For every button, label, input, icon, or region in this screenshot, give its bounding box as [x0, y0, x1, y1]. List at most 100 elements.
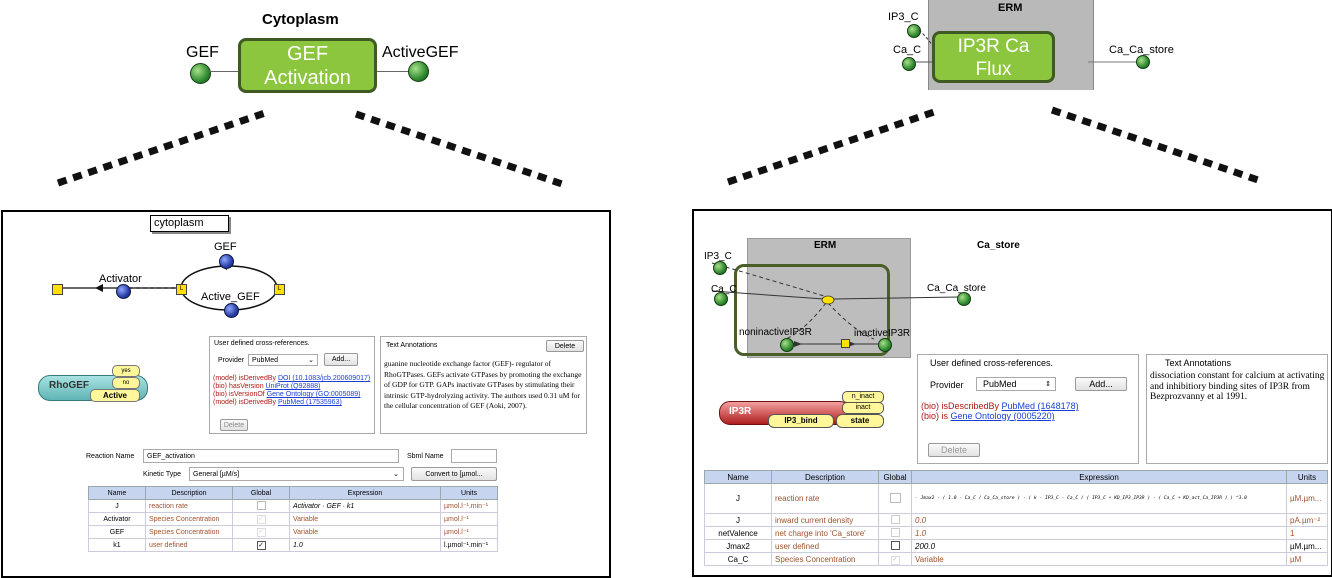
xref-add-button[interactable]: Add... [324, 353, 358, 366]
activator-label: Activator [99, 273, 142, 285]
provider-select[interactable]: PubMed ⇕ [976, 377, 1056, 391]
annotations-delete-button[interactable]: Delete [546, 340, 584, 352]
xref-entry-1[interactable]: (bio) isDescribedBy PubMed (1648178) [921, 401, 1079, 411]
reaction-node-left[interactable]: L [176, 284, 187, 295]
provider-label: Provider [218, 357, 245, 364]
col-units[interactable]: Units [1286, 470, 1328, 484]
right-reaction-diagram [711, 262, 960, 347]
xref-entry-4[interactable]: (model) isDerivedBy PubMed (17535963) [213, 399, 342, 406]
species-node-noninactive[interactable] [780, 338, 794, 352]
xref-entry-1[interactable]: (model) isDerivedBy DOI (10.1083/jcb.200… [213, 375, 371, 382]
col-name[interactable]: Name [704, 470, 772, 484]
col-units[interactable]: Units [440, 486, 498, 500]
kinetic-type-select[interactable]: General [µM/s]⌄ [189, 467, 404, 481]
reaction-node-right[interactable]: L [274, 284, 285, 295]
xref-add-button[interactable]: Add... [1075, 377, 1127, 391]
species-node-ca-store[interactable] [1136, 55, 1150, 69]
table-row[interactable]: GEF Species Concentration ✓ Variable µmo… [88, 525, 498, 539]
annotations-title: Text Annotations [386, 342, 438, 349]
reaction-label-line1: IP3R Ca [957, 36, 1030, 57]
sbml-name-input[interactable] [451, 449, 497, 463]
chevron-updown-icon: ⇕ [1045, 381, 1051, 388]
erm-compartment-title: ERM [998, 2, 1023, 14]
convert-button[interactable]: Convert to [µmol... [411, 467, 497, 481]
xref-entry-3[interactable]: (bio) isVersionOf Gene Ontology (GO:0005… [213, 391, 361, 398]
kinetic-type-label: Kinetic Type [143, 471, 182, 478]
zoom-line-right-2 [1050, 106, 1266, 186]
provider-select[interactable]: PubMed⌄ [248, 354, 318, 366]
species-node-ca-store[interactable] [957, 292, 971, 306]
highlight-reaction-box[interactable] [734, 264, 890, 356]
text-annotations-panel: Text Annotations Delete guanine nucleoti… [380, 336, 587, 434]
global-checkbox[interactable] [890, 540, 900, 550]
xref-delete-button[interactable]: Delete [220, 419, 248, 431]
table-row[interactable]: Activator Species Concentration ✓ Variab… [88, 512, 498, 526]
species-node-inactive[interactable] [878, 338, 892, 352]
global-checkbox[interactable]: ✓ [256, 527, 266, 537]
reaction-node-ip3r-ca-flux[interactable]: IP3R Ca Flux [932, 31, 1055, 83]
col-expression[interactable]: Expression [911, 470, 1287, 484]
parameter-table: Name Description Global Expression Units… [88, 486, 498, 552]
annotations-text[interactable]: dissociation constant for calcium at act… [1150, 371, 1325, 402]
text-annotations-panel: Text Annotations dissociation constant f… [1146, 354, 1328, 464]
col-description[interactable]: Description [145, 486, 233, 500]
reaction-node-gef-activation[interactable]: GEF Activation [238, 38, 377, 93]
reactant-label-gef: GEF [186, 44, 219, 61]
col-name[interactable]: Name [88, 486, 146, 500]
table-row[interactable]: J inward current density 0.0 pA.µm⁻² [704, 513, 1328, 527]
table-row[interactable]: netValence net charge into 'Ca_store' 1.… [704, 526, 1328, 540]
species-node-gef[interactable] [190, 63, 211, 84]
reaction-node-inactivation[interactable] [841, 339, 850, 348]
xref-entry-2[interactable]: (bio) is Gene Ontology (0005220) [921, 411, 1055, 421]
col-global[interactable]: Global [878, 470, 912, 484]
zoom-line-right-1 [726, 106, 942, 186]
species-node-cac[interactable] [902, 57, 916, 71]
col-global[interactable]: Global [232, 486, 290, 500]
global-checkbox[interactable] [890, 514, 900, 524]
reaction-name-input[interactable]: GEF_activation [143, 449, 399, 463]
inactive-label: inactiveIP3R [854, 328, 911, 339]
table-row[interactable]: Jmax2 user defined 200.0 µM.µm... [704, 539, 1328, 553]
compartment-tag[interactable]: cytoplasm [150, 215, 229, 232]
global-checkbox[interactable]: ✓ [890, 555, 900, 565]
table-row[interactable]: Ca_C Species Concentration ✓ Variable µM [704, 552, 1328, 566]
table-header-row: Name Description Global Expression Units [88, 486, 498, 500]
product-label-activegef: ActiveGEF [382, 44, 459, 61]
cac-label: Ca_C [711, 284, 737, 295]
table-row[interactable]: J reaction rate Activator · GEF · k1 µmo… [88, 499, 498, 513]
provider-value: PubMed [983, 379, 1017, 389]
species-node-gef[interactable] [219, 254, 234, 269]
species-node-activegef[interactable] [408, 61, 429, 82]
reaction-label-line2: Activation [264, 67, 351, 89]
xref-entry-2[interactable]: (bio) hasVersion UniProt (Q92888) [213, 383, 321, 390]
reaction-label-line1: GEF [286, 43, 329, 65]
col-description[interactable]: Description [771, 470, 879, 484]
global-checkbox[interactable] [890, 527, 900, 537]
global-checkbox[interactable]: ✓ [256, 514, 266, 524]
edge-reaction-activegef [377, 71, 409, 72]
reaction-diagram [59, 262, 278, 314]
species-node-active-gef[interactable] [224, 303, 239, 318]
global-checkbox[interactable] [256, 500, 266, 510]
table-row[interactable]: J reaction rate - Jmax2 · ( 1.0 - Ca_C /… [704, 483, 1328, 514]
noninactive-label: noninactiveIP3R [739, 327, 812, 338]
table-row[interactable]: k1 user defined ✓ 1.0 l.µmol⁻¹.min⁻¹ [88, 538, 498, 552]
global-checkbox[interactable] [889, 492, 901, 503]
table-header-row: Name Description Global Expression Units [704, 470, 1328, 484]
col-expression[interactable]: Expression [289, 486, 441, 500]
global-checkbox[interactable]: ✓ [256, 540, 266, 550]
reaction-name-label: Reaction Name [86, 453, 135, 460]
rhogef-label: RhoGEF [49, 380, 89, 391]
source-node[interactable] [52, 284, 63, 295]
species-node-ip3c[interactable] [713, 261, 727, 275]
species-label-ca-store: Ca_Ca_store [1109, 44, 1174, 56]
xref-delete-button[interactable]: Delete [928, 443, 980, 457]
species-node-activator[interactable] [116, 284, 131, 299]
edge-gef-reaction [209, 71, 239, 72]
species-node-cac[interactable] [714, 292, 728, 306]
xref-panel: User defined cross-references. Provider … [209, 336, 375, 434]
provider-label: Provider [930, 380, 964, 390]
ip3r-state: state [836, 414, 884, 428]
annotations-text[interactable]: guanine nucleotide exchange factor (GEF)… [384, 359, 582, 411]
erm-title: ERM [814, 240, 837, 251]
